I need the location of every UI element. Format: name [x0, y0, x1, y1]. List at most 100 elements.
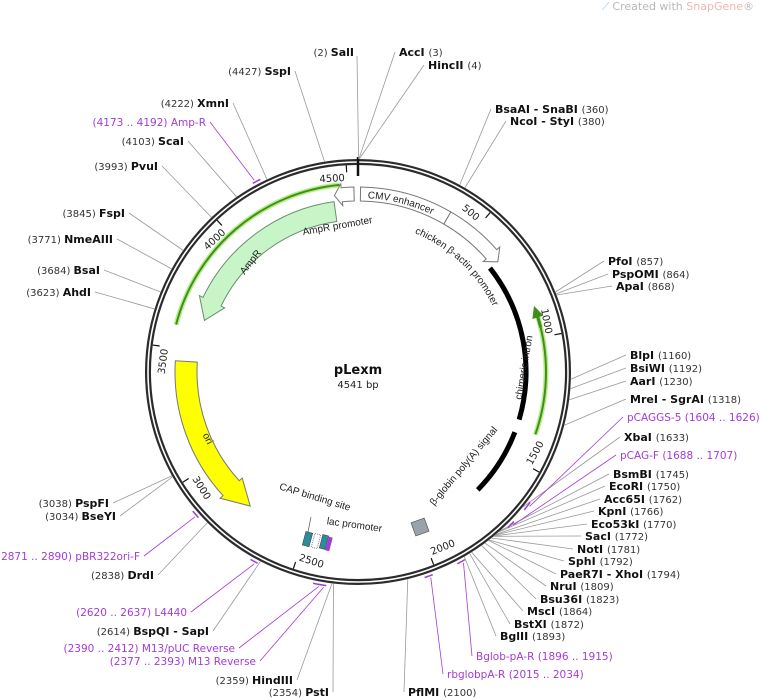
primer-range: (4173 .. 4192) — [93, 117, 171, 129]
primer-label[interactable]: (2871 .. 2890) pBR322ori-F — [0, 551, 140, 563]
enzyme-position: (2614) — [97, 627, 133, 638]
enzyme-site-label[interactable]: SacI (1772) — [585, 530, 648, 543]
enzyme-position: (2359) — [216, 676, 252, 687]
primer-label[interactable]: pCAG-F (1688 .. 1707) — [620, 450, 737, 462]
enzyme-label-text: (2838) DrdI — [91, 569, 154, 582]
enzyme-site-label[interactable]: ApaI (868) — [616, 280, 675, 293]
tick-mark — [485, 212, 491, 219]
primer-name: Bglob-pA-R — [476, 651, 538, 663]
enzyme-site-label[interactable]: MscI (1864) — [527, 605, 592, 618]
enzyme-site-label[interactable]: (4222) XmnI — [161, 97, 229, 110]
enzyme-site-label[interactable]: BstXI (1872) — [514, 618, 584, 631]
enzyme-site-label[interactable]: Eco53kI (1770) — [591, 518, 676, 531]
leader-line — [464, 120, 507, 188]
enzyme-site-label[interactable]: PfoI (857) — [608, 255, 663, 268]
enzyme-site-label[interactable]: Acc65I (1762) — [604, 493, 682, 506]
primer-label[interactable]: (2620 .. 2637) L4440 — [76, 607, 187, 619]
primer-label[interactable]: pCAGGS-5 (1604 .. 1626) — [627, 412, 760, 424]
feature-cap-binding-site — [301, 531, 313, 548]
enzyme-site-label[interactable]: HincII (4) — [428, 59, 482, 72]
enzyme-site-label[interactable]: (2359) HindIII — [216, 674, 293, 687]
primer-label-text: pCAGGS-5 (1604 .. 1626) — [627, 412, 760, 424]
enzyme-site-label[interactable]: AccI (3) — [399, 46, 443, 59]
enzyme-position: (1872) — [551, 620, 584, 631]
enzyme-site-label[interactable]: (3845) FspI — [63, 207, 125, 220]
enzyme-site-label[interactable]: EcoRI (1750) — [609, 480, 680, 493]
leader-line — [190, 563, 255, 613]
leader-line — [495, 498, 601, 535]
enzyme-position: (1781) — [607, 545, 640, 556]
enzyme-site-label[interactable]: (3684) BsaI — [37, 264, 100, 277]
enzyme-position: (1864) — [559, 607, 592, 618]
primer-binding-mark — [252, 178, 261, 185]
enzyme-site-label[interactable]: BlpI (1160) — [630, 349, 691, 362]
enzyme-site-label[interactable]: SphI (1792) — [568, 555, 633, 568]
enzyme-name: NcoI - StyI — [510, 115, 578, 128]
enzyme-site-label[interactable]: (3993) PvuI — [94, 160, 158, 173]
primer-name: M13 Reverse — [188, 656, 256, 668]
enzyme-site-label[interactable]: (2614) BspQI - SapI — [97, 625, 209, 638]
tick-label: 1500 — [525, 439, 547, 467]
leader-line — [103, 269, 161, 293]
enzyme-name: ScaI — [158, 135, 184, 148]
enzyme-site-label[interactable]: BsaAI - SnaBI (360) — [495, 103, 609, 116]
enzyme-site-label[interactable]: (3034) BseYI — [45, 510, 116, 523]
enzyme-site-label[interactable]: Bsu36I (1823) — [540, 593, 619, 606]
enzyme-position: (4) — [467, 61, 481, 72]
primer-label[interactable]: Bglob-pA-R (1896 .. 1915) — [476, 651, 613, 663]
enzyme-site-label[interactable]: PspOMI (864) — [612, 268, 690, 281]
enzyme-site-label[interactable]: KpnI (1766) — [598, 505, 664, 518]
enzyme-name: BsaAI - SnaBI — [495, 103, 582, 116]
enzyme-site-label[interactable]: XbaI (1633) — [624, 431, 689, 444]
enzyme-site-label[interactable]: AarI (1230) — [630, 375, 693, 388]
enzyme-label-text: (2354) PstI — [269, 686, 329, 699]
enzyme-site-label[interactable]: NruI (1809) — [550, 580, 614, 593]
enzyme-site-label[interactable]: (3623) AhdI — [26, 286, 91, 299]
enzyme-name: NmeAIII — [64, 233, 113, 246]
enzyme-site-label[interactable]: (2) SalI — [313, 46, 354, 59]
enzyme-site-label[interactable]: (3038) PspFI — [39, 497, 109, 510]
tick-mark — [292, 561, 297, 569]
primer-label[interactable]: (2377 .. 2393) M13 Reverse — [110, 656, 256, 668]
enzyme-site-label[interactable]: (4103) ScaI — [122, 135, 184, 148]
enzyme-site-label[interactable]: MreI - SgrAI (1318) — [630, 393, 741, 406]
enzyme-site-label[interactable]: (2354) PstI — [269, 686, 329, 699]
enzyme-site-label[interactable]: NcoI - StyI (380) — [510, 115, 605, 128]
enzyme-name: BlpI — [630, 349, 658, 362]
enzyme-site-label[interactable]: (4427) SspI — [228, 65, 291, 78]
enzyme-site-label[interactable]: PaeR7I - XhoI (1794) — [560, 568, 680, 581]
enzyme-site-label[interactable]: PflMI (2100) — [408, 686, 476, 699]
primer-label[interactable]: (2390 .. 2412) M13/pUC Reverse — [63, 643, 235, 655]
enzyme-label-text: AarI (1230) — [630, 375, 693, 388]
leader-line — [471, 551, 524, 612]
primer-range: (1604 .. 1626) — [685, 412, 760, 424]
enzyme-name: PflMI — [408, 686, 443, 699]
enzyme-name: BglII — [500, 630, 532, 643]
leader-line — [481, 545, 537, 600]
primer-binding-mark — [523, 502, 531, 511]
enzyme-label-text: BglII (1893) — [500, 630, 565, 643]
leader-line — [157, 522, 208, 576]
enzyme-site-label[interactable]: (3771) NmeAIII — [28, 233, 113, 246]
enzyme-site-label[interactable]: NotI (1781) — [577, 543, 640, 556]
enzyme-label-text: BsmBI (1745) — [613, 468, 689, 481]
enzyme-name: PaeR7I - XhoI — [560, 568, 647, 581]
enzyme-site-label[interactable]: (2838) DrdI — [91, 569, 154, 582]
enzyme-position: (1192) — [669, 364, 702, 375]
enzyme-position: (3845) — [63, 209, 99, 220]
tick-label: 2000 — [429, 538, 457, 558]
enzyme-label-text: (3623) AhdI — [26, 286, 91, 299]
primer-label[interactable]: rbglobpA-R (2015 .. 2034) — [447, 669, 584, 681]
primer-label-text: (2390 .. 2412) M13/pUC Reverse — [63, 643, 235, 655]
tick-mark — [554, 332, 562, 336]
enzyme-label-text: AccI (3) — [399, 46, 443, 59]
enzyme-label-text: EcoRI (1750) — [609, 480, 680, 493]
enzyme-label-text: SphI (1792) — [568, 555, 633, 568]
enzyme-site-label[interactable]: BsiWI (1192) — [630, 362, 702, 375]
enzyme-position: (1792) — [600, 557, 633, 568]
primer-label[interactable]: (4173 .. 4192) Amp-R — [93, 117, 207, 129]
enzyme-label-text: PspOMI (864) — [612, 268, 690, 281]
enzyme-site-label[interactable]: BglII (1893) — [500, 630, 565, 643]
enzyme-site-label[interactable]: BsmBI (1745) — [613, 468, 689, 481]
